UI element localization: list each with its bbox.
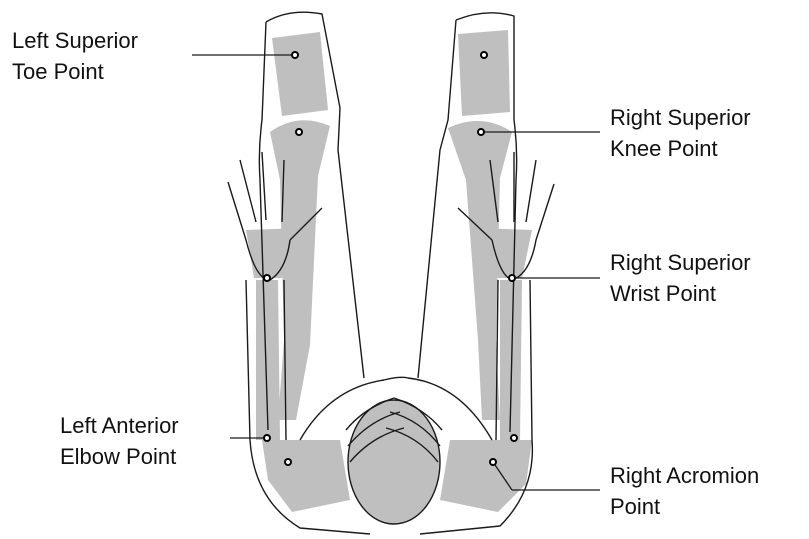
right-anterior-elbow-point bbox=[511, 435, 517, 441]
label-line: Right Superior bbox=[610, 247, 751, 278]
label-line: Wrist Point bbox=[610, 278, 751, 309]
right-acromion-point bbox=[490, 459, 496, 465]
label-line: Knee Point bbox=[610, 133, 751, 164]
label-line: Right Acromion bbox=[610, 460, 759, 491]
label-line: Left Anterior bbox=[60, 410, 179, 441]
left-acromion-point bbox=[285, 459, 291, 465]
label-line: Point bbox=[610, 491, 759, 522]
label-line: Elbow Point bbox=[60, 441, 179, 472]
label-right-superior-knee: Right Superior Knee Point bbox=[610, 102, 751, 164]
bone-shading bbox=[246, 30, 532, 524]
label-line: Toe Point bbox=[12, 56, 138, 87]
left-superior-knee-point bbox=[296, 129, 302, 135]
label-right-superior-wrist: Right Superior Wrist Point bbox=[610, 247, 751, 309]
label-line: Left Superior bbox=[12, 25, 138, 56]
label-left-anterior-elbow: Left Anterior Elbow Point bbox=[60, 410, 179, 472]
label-line: Right Superior bbox=[610, 102, 751, 133]
label-left-superior-toe: Left Superior Toe Point bbox=[12, 25, 138, 87]
right-superior-wrist-point bbox=[509, 275, 515, 281]
right-superior-knee-point bbox=[478, 129, 484, 135]
left-superior-wrist-point bbox=[264, 275, 270, 281]
right-superior-toe-point bbox=[481, 52, 487, 58]
left-superior-toe-point bbox=[292, 52, 298, 58]
label-right-acromion: Right Acromion Point bbox=[610, 460, 759, 522]
left-anterior-elbow-point bbox=[264, 435, 270, 441]
